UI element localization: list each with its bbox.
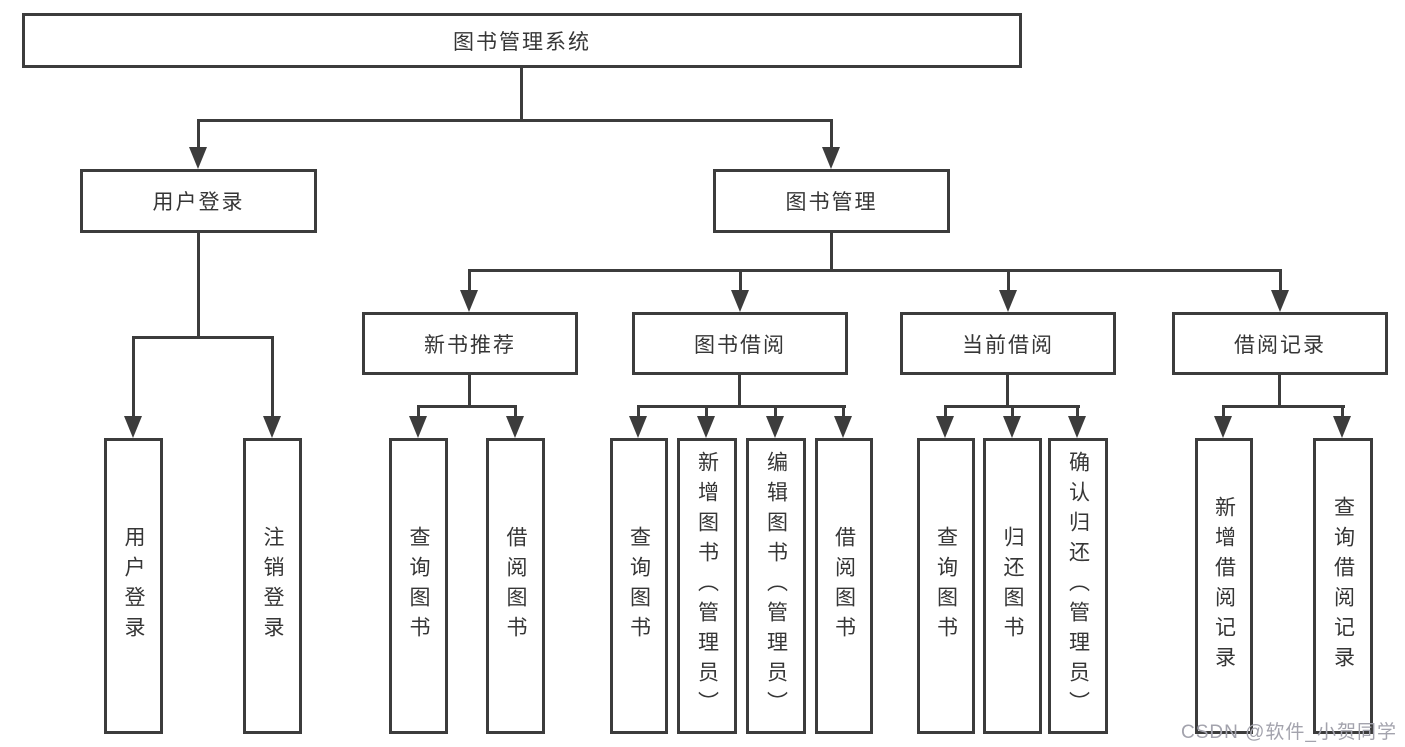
connector-into-borrow-records (1279, 269, 1282, 295)
leaf-br-add-borrow-record: 新增借阅记录 (1195, 438, 1253, 734)
node-label: 新增借阅记录 (1212, 496, 1236, 676)
node-label: 归还图书 (1001, 526, 1024, 646)
node-book-borrow: 图书借阅 (632, 312, 848, 375)
leaf-nb-query-books: 查询图书 (389, 438, 448, 734)
connector-into-user-login (197, 119, 200, 151)
arrow-down-icon (936, 416, 954, 438)
leaf-logout: 注销登录 (243, 438, 302, 734)
connector-into-leaf-user-login (132, 336, 135, 420)
node-label: 借阅图书 (832, 526, 856, 646)
node-label: 查询图书 (407, 526, 430, 646)
node-label: 图书借阅 (694, 333, 786, 357)
arrow-down-icon (1333, 416, 1351, 438)
connector-into-nb-query (417, 405, 420, 421)
connector-into-bb-edit (774, 405, 777, 421)
leaf-br-query-borrow-record: 查询借阅记录 (1313, 438, 1373, 734)
connector-into-cb-query (944, 405, 947, 421)
connector-current-borrow-trunk (1006, 375, 1009, 408)
node-label: 用户登录 (152, 191, 245, 214)
node-label: 查询图书 (627, 526, 651, 646)
connector-new-book-children (417, 405, 517, 408)
node-label: 用户登录 (122, 526, 145, 646)
connector-into-cb-confirm (1076, 405, 1079, 421)
leaf-user-login: 用户登录 (104, 438, 163, 734)
connector-root-trunk (520, 68, 523, 122)
arrow-down-icon (697, 416, 715, 438)
node-label: 图书管理 (785, 191, 878, 214)
leaf-cb-return-books: 归还图书 (983, 438, 1042, 734)
connector-into-bb-add (705, 405, 708, 421)
connector-book-borrow-trunk (738, 375, 741, 408)
connector-book-mgmt-children (468, 269, 1282, 272)
arrow-down-icon (1003, 416, 1021, 438)
node-new-book-recommend: 新书推荐 (362, 312, 578, 375)
connector-new-book-trunk (468, 375, 471, 408)
arrow-down-icon (409, 416, 427, 438)
node-user-login: 用户登录 (80, 169, 317, 233)
node-label: 借阅记录 (1234, 333, 1326, 357)
leaf-bb-edit-books-admin: 编辑图书（管理员） (746, 438, 806, 734)
arrow-down-icon (629, 416, 647, 438)
arrow-down-icon (1068, 416, 1086, 438)
connector-into-nb-borrow (514, 405, 517, 421)
node-book-management: 图书管理 (713, 169, 950, 233)
arrow-down-icon (1214, 416, 1232, 438)
arrow-down-icon (1271, 290, 1289, 312)
connector-into-cb-return (1011, 405, 1014, 421)
leaf-cb-query-books: 查询图书 (917, 438, 975, 734)
node-label: 编辑图书（管理员） (764, 451, 788, 721)
node-library-management-system: 图书管理系统 (22, 13, 1022, 68)
arrow-down-icon (263, 416, 281, 438)
connector-into-current-borrow (1007, 269, 1010, 295)
arrow-down-icon (506, 416, 524, 438)
arrow-down-icon (124, 416, 142, 438)
node-label: 确认归还（管理员） (1066, 451, 1090, 721)
arrow-down-icon (822, 147, 840, 169)
connector-into-br-add (1222, 405, 1225, 421)
arrow-down-icon (999, 290, 1017, 312)
connector-book-borrow-children (637, 405, 846, 408)
node-label: 借阅图书 (504, 526, 527, 646)
leaf-nb-borrow-books: 借阅图书 (486, 438, 545, 734)
connector-into-leaf-logout (271, 336, 274, 420)
node-label: 图书管理系统 (453, 30, 591, 54)
arrow-down-icon (189, 147, 207, 169)
arrow-down-icon (731, 290, 749, 312)
connector-into-bb-borrow (842, 405, 845, 421)
node-label: 查询图书 (934, 526, 958, 646)
leaf-bb-query-books: 查询图书 (610, 438, 668, 734)
connector-root-children (197, 119, 833, 122)
connector-into-book-borrow (739, 269, 742, 295)
node-label: 注销登录 (261, 526, 284, 646)
node-label: 新书推荐 (424, 333, 516, 357)
node-label: 当前借阅 (962, 333, 1054, 357)
node-label: 新增图书（管理员） (695, 451, 719, 721)
connector-user-login-trunk (197, 233, 200, 338)
arrow-down-icon (460, 290, 478, 312)
leaf-bb-borrow-books: 借阅图书 (815, 438, 873, 734)
arrow-down-icon (766, 416, 784, 438)
node-current-borrow: 当前借阅 (900, 312, 1116, 375)
connector-into-bb-query (637, 405, 640, 421)
node-label: 查询借阅记录 (1331, 496, 1355, 676)
leaf-bb-add-books-admin: 新增图书（管理员） (677, 438, 737, 734)
connector-borrow-records-trunk (1278, 375, 1281, 408)
connector-into-br-query (1341, 405, 1344, 421)
connector-book-mgmt-trunk (830, 233, 833, 272)
connector-into-new-book (468, 269, 471, 295)
connector-borrow-records-children (1222, 405, 1345, 408)
connector-user-login-children (132, 336, 274, 339)
node-borrow-records: 借阅记录 (1172, 312, 1388, 375)
leaf-cb-confirm-return-admin: 确认归还（管理员） (1048, 438, 1108, 734)
arrow-down-icon (834, 416, 852, 438)
csdn-watermark: CSDN @软件_小贺同学 (1181, 722, 1397, 743)
connector-into-book-management (830, 119, 833, 151)
